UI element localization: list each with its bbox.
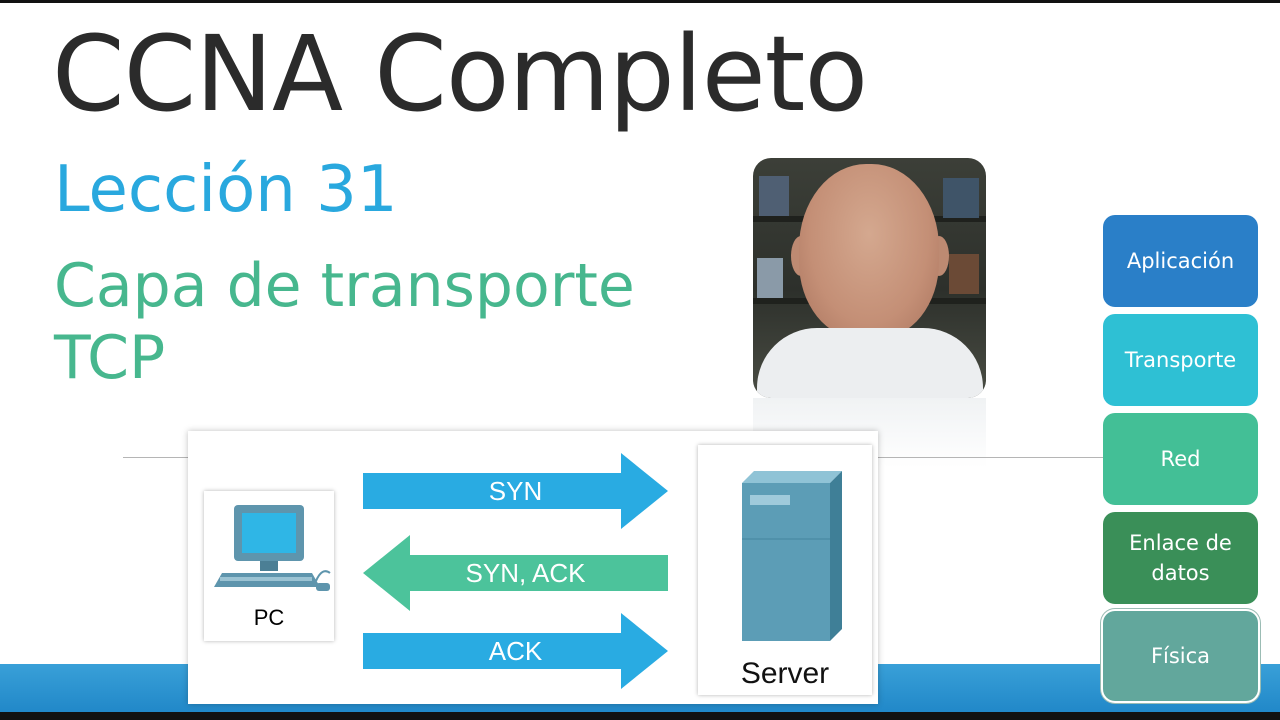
subtitle-line-1: Capa de transporte <box>54 251 635 321</box>
ack-arrow-label: ACK <box>488 635 543 666</box>
presenter-shirt <box>757 328 983 398</box>
bottom-border <box>0 712 1280 720</box>
syn-arrow: SYN <box>363 451 668 531</box>
syn-ack-arrow: SYN, ACK <box>363 533 668 613</box>
pc-label: PC <box>253 605 285 630</box>
osi-layer-physical: Física <box>1103 611 1258 701</box>
arrow-right-icon <box>363 613 668 689</box>
tcp-handshake-diagram: PC SYN SYN, ACK ACK Server <box>188 431 878 704</box>
osi-layer-application: Aplicación <box>1103 215 1258 307</box>
presenter-webcam <box>753 158 986 398</box>
shelf-figure <box>757 258 783 298</box>
shelf-books <box>759 176 789 216</box>
osi-layer-transport: Transporte <box>1103 314 1258 406</box>
osi-layer-network: Red <box>1103 413 1258 505</box>
shelf-books <box>943 178 979 218</box>
server-icon <box>742 471 842 641</box>
syn-ack-arrow-label: SYN, ACK <box>465 557 586 588</box>
osi-layer-data-link: Enlace de datos <box>1103 512 1258 604</box>
pc-icon <box>214 505 331 591</box>
syn-arrow-label: SYN <box>488 475 543 506</box>
slide-title: CCNA Completo <box>52 13 868 135</box>
presenter-face <box>799 164 939 339</box>
subtitle-line-2: TCP <box>54 323 166 393</box>
top-border <box>0 0 1280 3</box>
arrow-right-icon <box>363 453 668 529</box>
lesson-subtitle: Capa de transporte TCP <box>54 250 635 394</box>
shelf-books <box>949 254 979 294</box>
lesson-number: Lección 31 <box>54 153 398 227</box>
server-device: Server <box>698 445 872 695</box>
arrow-left-icon <box>363 535 668 611</box>
pc-device: PC <box>204 491 334 641</box>
ack-arrow: ACK <box>363 611 668 691</box>
server-label: Server <box>740 657 830 690</box>
